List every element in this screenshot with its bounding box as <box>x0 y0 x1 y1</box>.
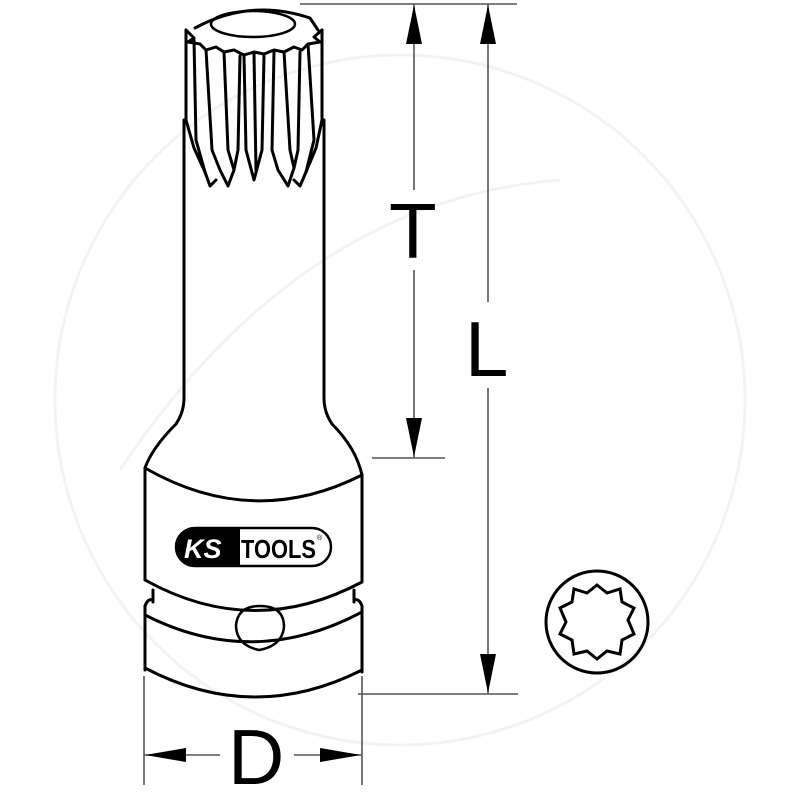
socket-upper-body <box>143 466 364 612</box>
dimension-label-l: L <box>465 305 508 393</box>
watermark <box>53 53 747 747</box>
shaft <box>143 118 186 470</box>
dimension-lines <box>143 3 518 785</box>
logo-tools-text: TOOLS <box>241 534 316 564</box>
spline-bit-tip <box>184 8 324 188</box>
arrowheads <box>145 5 496 762</box>
dimension-label-t: T <box>389 187 437 275</box>
socket-lower-ring <box>143 604 364 699</box>
registered-mark: ® <box>317 534 323 542</box>
arrow-up-icon <box>480 5 496 44</box>
arrow-up-icon <box>406 5 422 44</box>
arrow-down-icon <box>406 418 422 457</box>
brand-logo: KS TOOLS ® <box>174 526 333 568</box>
arrow-left-icon <box>145 748 186 762</box>
spline-star-profile <box>557 583 637 661</box>
socket-drawing <box>143 8 364 699</box>
arrow-right-icon <box>320 748 361 762</box>
profile-view <box>544 569 650 675</box>
dimension-label-d: D <box>228 713 284 800</box>
arrow-down-icon <box>480 654 496 693</box>
pin-hole <box>234 604 286 652</box>
logo-ks-text: KS <box>184 534 222 564</box>
